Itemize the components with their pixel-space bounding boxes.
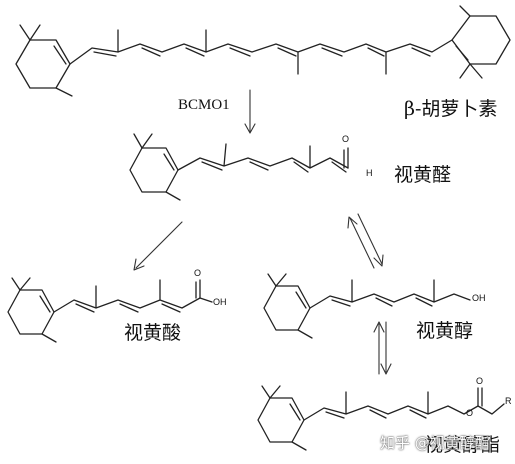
retinoic-acid-label: 视黄酸 [124,322,182,344]
retinal-aldehyde-h: H [366,168,373,178]
watermark: 知乎 @视黄醇酯 [380,434,490,452]
equilibrium-arrow-retinal-retinol [347,213,384,269]
ester-carbonyl-o: O [476,376,484,386]
retinal-structure [129,133,349,201]
retinoic-acid-o: O [194,268,202,278]
retinoic-acid-structure [7,277,213,343]
retinyl-ester-structure [257,385,505,451]
retinal-aldehyde-o: O [342,134,350,144]
beta-carotene-label: β-胡萝卜素 [404,98,498,120]
retinyl-ester-label: 视黄醇酯 [424,434,501,456]
ester-r-group: R [505,396,512,406]
retinol-structure [263,273,471,339]
retinal-label: 视黄醛 [394,164,452,186]
beta-carotene-structure [15,5,511,97]
equilibrium-arrow-retinol-ester [373,321,392,375]
arrow-to-retinoic-acid [135,221,183,269]
retinol-oh: OH [472,293,486,303]
retinoic-acid-oh: OH [213,297,227,307]
enzyme-label: BCMO1 [178,97,230,113]
ester-chain-o: O [466,408,474,418]
retinol-label: 视黄醇 [416,320,474,342]
